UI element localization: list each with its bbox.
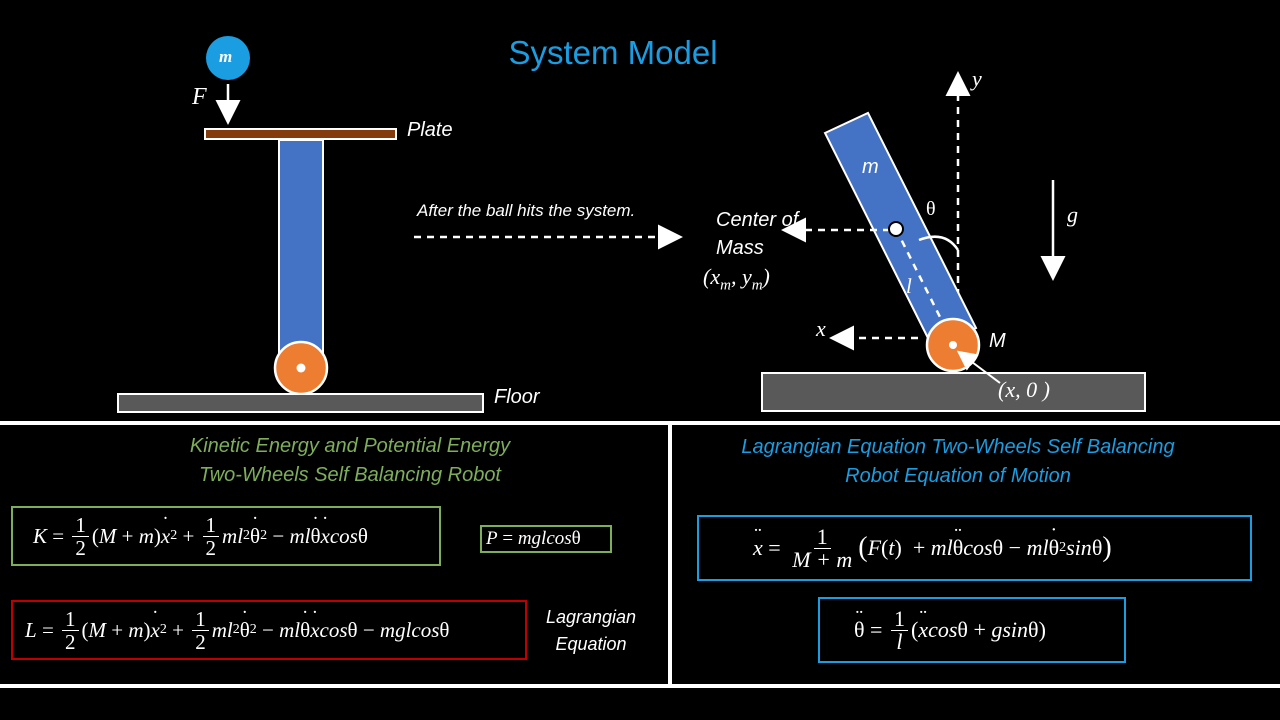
wheel-mass-label: M: [989, 330, 1006, 352]
com-point: [888, 221, 904, 237]
theta-label: θ: [926, 198, 936, 220]
motion-title-line2: Robot Equation of Motion: [845, 465, 1071, 487]
wheel-axle: [296, 363, 306, 373]
wheel-right-axle: [949, 341, 957, 349]
com-label-line1: Center of: [716, 209, 799, 231]
divider-top: [0, 421, 1280, 425]
divider-middle: [668, 421, 672, 688]
page-title: System Model: [508, 34, 718, 71]
com-coords: (xm, ym): [703, 264, 770, 294]
com-label-line2: Mass: [716, 237, 764, 259]
floor-right: [761, 372, 1146, 412]
theta-arc: [918, 235, 960, 251]
floor: [117, 393, 484, 413]
rod-mass-label: m: [862, 156, 879, 178]
transition-label: After the ball hits the system.: [417, 201, 636, 220]
force-label: F: [192, 84, 207, 110]
energy-title-line1: Kinetic Energy and Potential Energy: [189, 435, 511, 457]
energy-section-title: Kinetic Energy and Potential Energy Two-…: [80, 432, 620, 490]
motion-section-title: Lagrangian Equation Two-Wheels Self Bala…: [700, 433, 1216, 491]
lagrangian-label-line1: Lagrangian: [545, 607, 637, 627]
wheel-pointer: [956, 350, 1001, 384]
y-axis-label: y: [972, 66, 982, 91]
plate: [204, 128, 397, 140]
ball: [206, 36, 250, 80]
system-diagram: [117, 36, 1146, 413]
ball-mass-label: m: [219, 47, 233, 66]
floor-label: Floor: [494, 386, 540, 408]
motion-title-line1: Lagrangian Equation Two-Wheels Self Bala…: [741, 436, 1175, 458]
energy-title-line2: Two-Wheels Self Balancing Robot: [199, 464, 501, 486]
divider-bottom: [0, 684, 1280, 688]
rod: [278, 139, 324, 359]
lagrangian-label: Lagrangian Equation: [536, 604, 646, 658]
plate-label: Plate: [407, 119, 453, 141]
lagrangian-label-line2: Equation: [555, 634, 627, 654]
x-axis-label: x: [816, 316, 826, 341]
length-label: l: [906, 274, 912, 298]
x-equation-box: x = 1M + m (F(t) + mlθcosθ − mlθ2sinθ): [697, 515, 1252, 581]
kinetic-energy-box: K = 12 (M + m)x2 + 12 ml2θ2 − mlθxcosθ: [11, 506, 441, 566]
wheel-coords: (x, 0 ): [998, 377, 1050, 402]
lagrangian-box: L = 12 (M + m)x2 + 12 ml2θ2 − mlθxcosθ −…: [11, 600, 527, 660]
gravity-label: g: [1067, 202, 1078, 227]
